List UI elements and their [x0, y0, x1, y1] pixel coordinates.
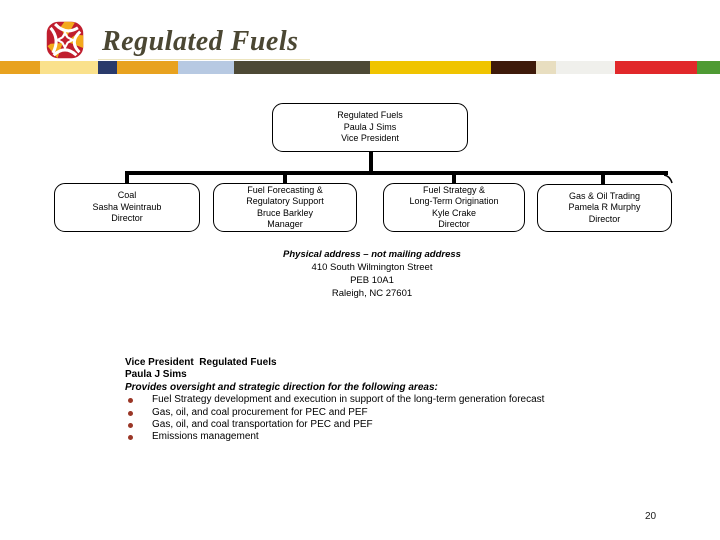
address-line: Raleigh, NC 27601	[331, 288, 413, 299]
title-underline	[98, 59, 310, 60]
page-number: 20	[645, 511, 657, 522]
stripe-segment	[491, 61, 536, 74]
connector-end-hook	[664, 174, 673, 184]
org-box-line: Director	[111, 213, 143, 224]
bullet-text: Fuel Strategy development and execution …	[152, 394, 545, 406]
stripe-segment	[98, 61, 117, 74]
stripe-segment	[615, 61, 697, 74]
company-logo-icon	[46, 21, 84, 59]
bullet-dot-icon	[128, 410, 133, 416]
connector-stub-strategy	[452, 171, 456, 183]
bullet-item: Emissions management	[125, 431, 645, 443]
slide-title: Regulated Fuels	[102, 26, 299, 57]
stripe-segment	[234, 61, 370, 74]
bullet-dot-icon	[128, 398, 133, 404]
org-box-line: Long-Term Origination	[409, 196, 499, 206]
org-box-line: Coal	[117, 190, 137, 201]
org-box-line: Kyle Crake	[431, 207, 476, 218]
org-box-line: Pamela R Murphy	[568, 202, 641, 213]
stripe-segment	[0, 61, 40, 74]
bullet-text: Emissions management	[152, 431, 259, 443]
bullet-text: Gas, oil, and coal procurement for PEC a…	[152, 406, 368, 418]
description-block: Vice President Regulated Fuels Paula J S…	[125, 357, 645, 444]
org-box-coal: Coal Sasha Weintraub Director	[54, 183, 200, 232]
stripe-segment	[536, 61, 556, 74]
org-box-line: Director	[588, 213, 621, 224]
stripe-segment	[178, 61, 234, 74]
stripe-segment	[40, 61, 98, 74]
org-box-gas-oil-trading: Gas & Oil Trading Pamela R Murphy Direct…	[537, 184, 672, 232]
address-block: Physical address – not mailing address 4…	[222, 248, 522, 300]
org-box-line: Fuel Strategy &	[422, 184, 486, 195]
address-line: PEB 10A1	[350, 275, 394, 286]
address-line: 410 South Wilmington Street	[311, 262, 433, 273]
vp-title-line: Vice President Regulated Fuels	[125, 357, 277, 368]
connector-root-stem	[369, 152, 373, 171]
color-stripe	[0, 61, 720, 74]
org-box-line: Gas & Oil Trading	[568, 190, 641, 201]
org-box-line: Sasha Weintraub	[92, 201, 162, 212]
org-box-line: Manager	[267, 219, 303, 229]
org-box-line: Regulated Fuels	[337, 110, 403, 121]
description-intro: Provides oversight and strategic directi…	[125, 381, 438, 393]
bullet-dot-icon	[128, 423, 133, 429]
org-box-line: Regulatory Support	[246, 196, 324, 206]
org-box-line: Vice President	[341, 133, 399, 144]
org-box-line: Paula J Sims	[343, 121, 397, 132]
org-box-line: Bruce Barkley	[256, 207, 314, 218]
connector-stub-trading	[601, 171, 605, 184]
stripe-segment	[117, 61, 178, 74]
address-heading: Physical address – not mailing address	[283, 249, 461, 260]
bullet-dot-icon	[128, 435, 133, 441]
stripe-segment	[370, 61, 491, 74]
bullet-item: Fuel Strategy development and execution …	[125, 394, 645, 406]
bullet-text: Gas, oil, and coal transportation for PE…	[152, 419, 373, 431]
connector-stub-forecasting	[283, 171, 287, 183]
org-box-line: Fuel Forecasting &	[247, 184, 323, 195]
org-box-line: Director	[438, 219, 470, 229]
org-box-fuel-forecasting: Fuel Forecasting & Regulatory Support Br…	[213, 183, 357, 232]
stripe-segment	[556, 61, 615, 74]
connector-horizontal	[125, 171, 668, 175]
stripe-segment	[697, 61, 720, 74]
org-box-fuel-strategy: Fuel Strategy & Long-Term Origination Ky…	[383, 183, 525, 232]
connector-stub-coal	[125, 171, 129, 183]
bullet-item: Gas, oil, and coal transportation for PE…	[125, 419, 645, 431]
bullet-list: Fuel Strategy development and execution …	[125, 394, 645, 444]
org-box-regulated-fuels: Regulated Fuels Paula J Sims Vice Presid…	[272, 103, 468, 152]
bullet-item: Gas, oil, and coal procurement for PEC a…	[125, 407, 645, 419]
vp-name-line: Paula J Sims	[125, 369, 187, 381]
